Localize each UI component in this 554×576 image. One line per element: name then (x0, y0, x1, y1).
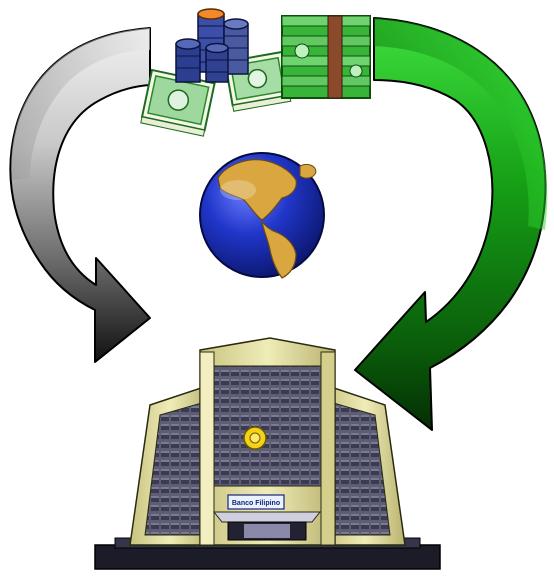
money-stack-icon (140, 15, 371, 137)
left-curved-arrow (9, 27, 151, 363)
bank-sign-label: Banco Filipino (232, 500, 280, 507)
bank-building-icon: Banco Filipino (94, 337, 441, 570)
coin-stack-icon (175, 8, 249, 83)
right-curved-arrow (354, 17, 548, 431)
globe-icon (199, 152, 325, 279)
bank-sign (227, 494, 285, 510)
